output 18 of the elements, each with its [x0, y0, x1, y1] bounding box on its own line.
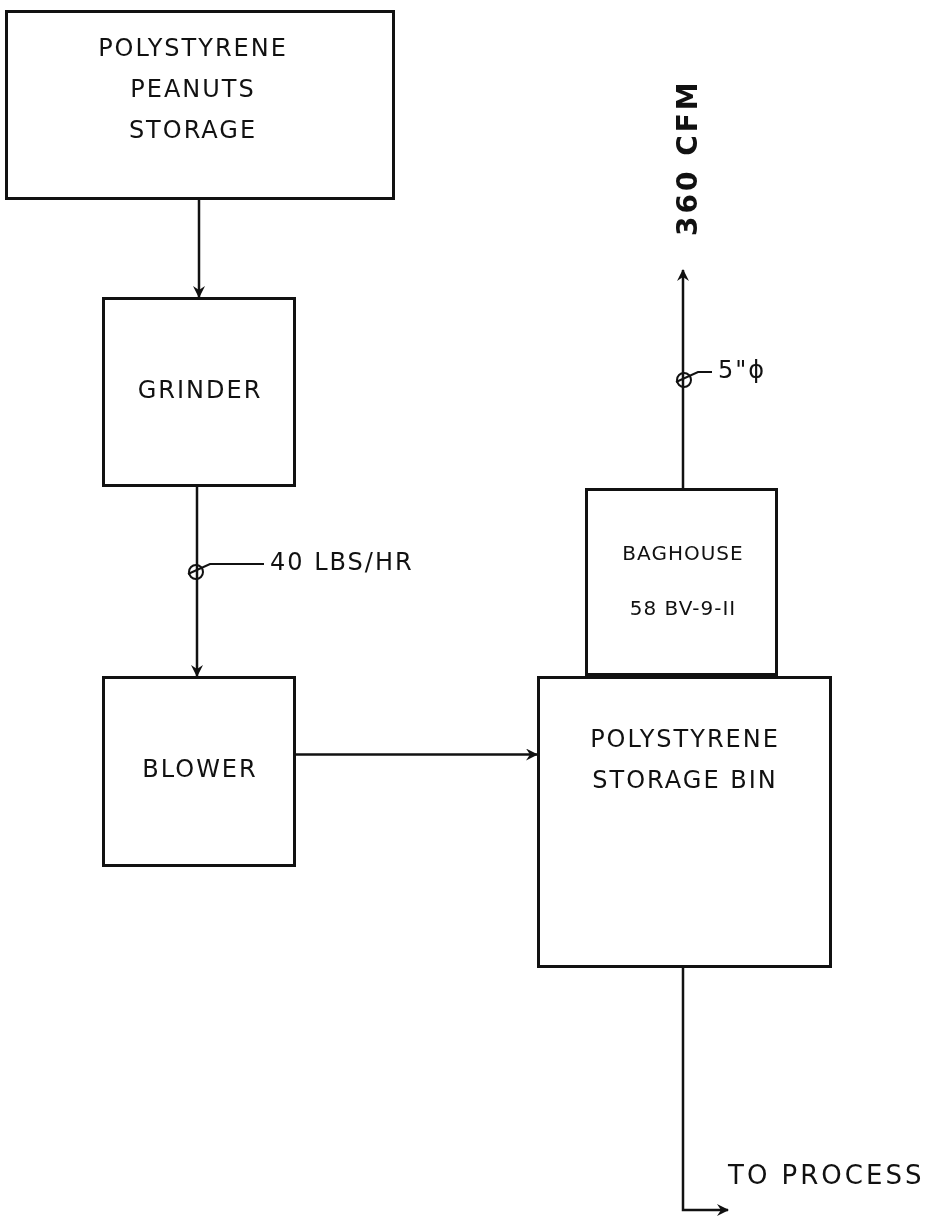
process-label: BLOWER	[141, 754, 259, 785]
process-box	[102, 297, 296, 487]
flow-arrow	[296, 748, 538, 761]
model-number: 58 BV-9-II	[628, 595, 738, 622]
storage-label: POLYSTYRENE STORAGE BIN	[589, 724, 781, 796]
process-box	[102, 676, 296, 867]
storage-box	[537, 676, 832, 968]
storage-label: POLYSTYRENE PEANUTS STORAGE	[97, 33, 289, 146]
storage-box	[5, 10, 395, 200]
flow-arrow	[191, 487, 203, 677]
flow-arrow	[193, 200, 205, 298]
equipment-box	[585, 488, 778, 676]
destination-text: TO PROCESS	[728, 1160, 943, 1212]
flow-arrow	[681, 968, 729, 1216]
flow-rate-text: 360 CFM	[662, 45, 712, 270]
equipment-label: BAGHOUSE	[621, 540, 745, 567]
process-label: GRINDER	[136, 375, 264, 406]
flow-arrow	[677, 269, 689, 488]
